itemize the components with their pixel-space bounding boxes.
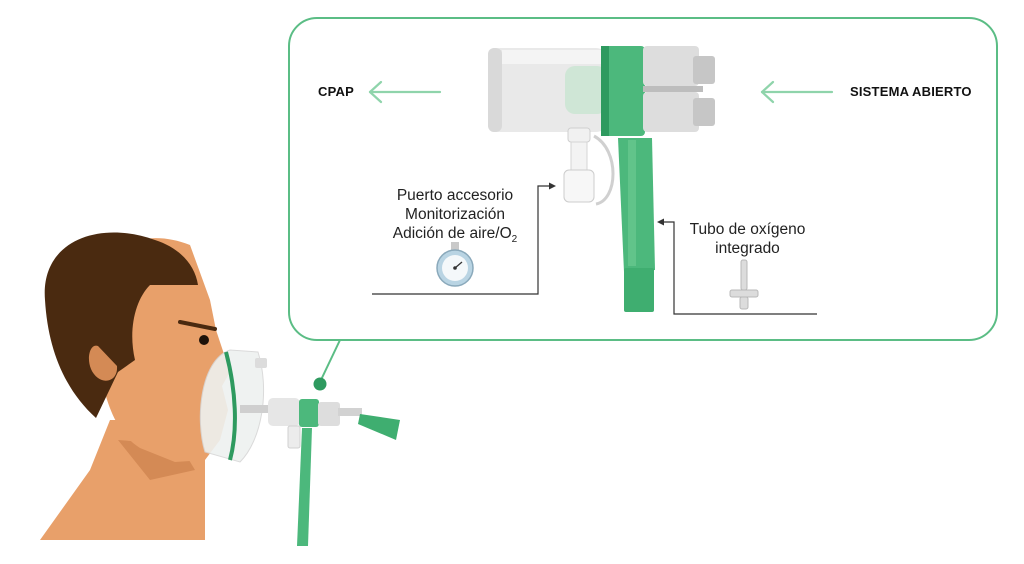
cpap-label: CPAP <box>318 84 354 99</box>
patient-mask <box>199 349 267 463</box>
tubo-oxigeno-label: Tubo de oxígeno <box>689 221 806 238</box>
arrow-left-sistema <box>760 80 834 104</box>
leader-line-tube <box>660 221 817 315</box>
patient-head <box>40 232 230 540</box>
monitorizacion-label: Monitorización <box>405 206 505 223</box>
sistema-abierto-label: SISTEMA ABIERTO <box>850 84 972 99</box>
pressure-gauge-icon <box>436 242 474 287</box>
integrado-label: integrado <box>715 240 780 257</box>
puerto-accesorio-label: Puerto accesorio <box>396 187 514 204</box>
adicion-subscript: 2 <box>511 234 518 246</box>
cpap-valve-device <box>488 46 715 312</box>
callout-pointer <box>319 339 341 383</box>
accessory-port-label-group: Puerto accesorio Monitorización Adición … <box>375 186 535 249</box>
oxygen-flowmeter-icon <box>729 259 759 310</box>
leader-line-port <box>372 185 553 295</box>
callout-dot <box>313 377 327 391</box>
adicion-label: Adición de aire/O2 <box>375 224 535 249</box>
adicion-text: Adición de aire/O <box>392 225 512 242</box>
leader-arrowhead-port <box>549 182 556 190</box>
oxygen-tube-label-group: Tubo de oxígeno integrado <box>680 220 815 258</box>
leader-arrowhead-tube <box>657 218 664 226</box>
patient-valve-device <box>240 398 400 546</box>
arrow-left-cpap <box>368 80 442 104</box>
